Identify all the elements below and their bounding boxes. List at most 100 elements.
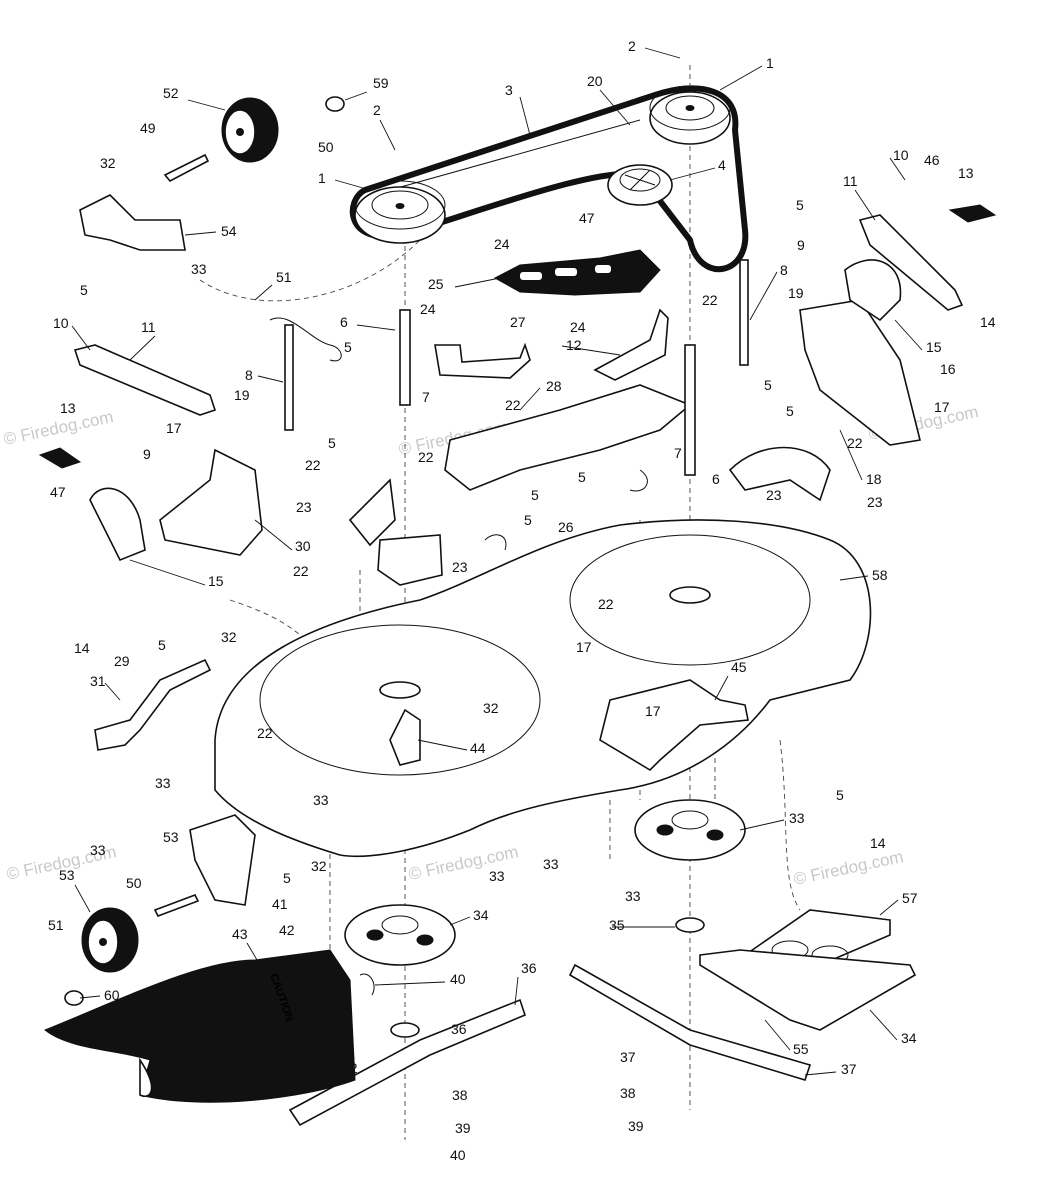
callout-26: 26 bbox=[558, 519, 574, 535]
callout-11: 11 bbox=[141, 319, 156, 335]
callout-36: 36 bbox=[451, 1021, 467, 1037]
spindle-housing-right bbox=[634, 799, 746, 861]
callout-52: 51 bbox=[276, 269, 292, 285]
callout-38: 37 bbox=[620, 1049, 636, 1065]
callout-22: 22 bbox=[598, 596, 614, 612]
callout-53: 52 bbox=[163, 85, 179, 101]
callout-33: 33 bbox=[489, 868, 505, 884]
callout-40: 39 bbox=[628, 1118, 644, 1134]
callout-5: 5 bbox=[578, 469, 586, 485]
callout-17: 17 bbox=[645, 703, 661, 719]
callout-23: 23 bbox=[766, 487, 782, 503]
callout-32: 32 bbox=[311, 858, 327, 874]
callout-3: 3 bbox=[505, 82, 513, 98]
callout-50: 49 bbox=[140, 120, 156, 136]
callout-17: 17 bbox=[166, 420, 182, 436]
callout-15: 15 bbox=[926, 339, 942, 355]
callout-22: 22 bbox=[257, 725, 273, 741]
callout-34: 33 bbox=[789, 810, 805, 826]
mower-deck-housing bbox=[214, 519, 872, 858]
callout-2: 2 bbox=[628, 38, 636, 54]
callout-33: 33 bbox=[90, 842, 106, 858]
baffle-left bbox=[348, 478, 396, 547]
callout-50: 50 bbox=[126, 875, 142, 891]
callout-6: 6 bbox=[712, 471, 720, 487]
callout-55: 54 bbox=[221, 223, 237, 239]
callout-39: 38 bbox=[620, 1085, 636, 1101]
callout-6: 6 bbox=[340, 314, 348, 330]
callout-12: 12 bbox=[566, 337, 582, 353]
gauge-wheel-front bbox=[81, 907, 139, 973]
callout-1: 1 bbox=[318, 170, 326, 186]
callout-5: 5 bbox=[764, 377, 772, 393]
callout-59: 58 bbox=[872, 567, 888, 583]
callout-2: 2 bbox=[373, 102, 381, 118]
callout-5: 5 bbox=[524, 512, 532, 528]
baffle-right bbox=[728, 446, 831, 502]
callout-32: 32 bbox=[100, 155, 116, 171]
callout-40: 40 bbox=[450, 1147, 466, 1163]
callout-5: 5 bbox=[328, 435, 336, 451]
callout-7: 7 bbox=[422, 389, 430, 405]
callout-37: 36 bbox=[521, 960, 537, 976]
callout-23: 23 bbox=[296, 499, 312, 515]
callout-14: 14 bbox=[74, 640, 90, 656]
callout-8: 8 bbox=[245, 367, 253, 383]
callout-60: 59 bbox=[373, 75, 389, 91]
callout-20: 20 bbox=[587, 73, 603, 89]
callout-22: 22 bbox=[505, 397, 521, 413]
callout-17: 17 bbox=[934, 399, 950, 415]
pulley-left bbox=[354, 180, 446, 244]
watermark: © Firedog.com bbox=[2, 407, 115, 449]
mounting-bracket bbox=[699, 949, 917, 1031]
callout-45: 44 bbox=[470, 740, 486, 756]
callout-33: 33 bbox=[191, 261, 207, 277]
link-arm-right bbox=[858, 214, 964, 311]
callout-5: 5 bbox=[158, 637, 166, 653]
callout-33: 33 bbox=[625, 888, 641, 904]
callout-33: 33 bbox=[155, 775, 171, 791]
callout-43: 42 bbox=[279, 922, 295, 938]
leader-lines bbox=[71, 47, 923, 1076]
callout-32: 32 bbox=[221, 629, 237, 645]
callout-47: 46 bbox=[924, 152, 940, 168]
front-strap bbox=[94, 658, 212, 751]
callout-23: 23 bbox=[867, 494, 883, 510]
callout-51: 51 bbox=[48, 917, 64, 933]
callout-58: 57 bbox=[902, 890, 918, 906]
callout-17: 17 bbox=[576, 639, 592, 655]
callout-35: 34 bbox=[901, 1030, 917, 1046]
hardware bbox=[38, 96, 997, 1038]
pulley-right bbox=[649, 85, 731, 145]
callout-18: 18 bbox=[866, 471, 882, 487]
callout-10: 10 bbox=[893, 147, 909, 163]
callout-22: 22 bbox=[847, 435, 863, 451]
callout-34: 34 bbox=[473, 907, 489, 923]
callout-5: 5 bbox=[283, 870, 291, 886]
callout-5: 5 bbox=[796, 197, 804, 213]
callout-51: 50 bbox=[318, 139, 334, 155]
rear-guard bbox=[799, 299, 921, 446]
watermark: © Firedog.com bbox=[792, 847, 905, 889]
callout-37: 37 bbox=[841, 1061, 857, 1077]
bracket-12 bbox=[593, 308, 669, 381]
blade-left bbox=[288, 998, 526, 1127]
callout-15: 15 bbox=[208, 573, 224, 589]
callout-54: 53 bbox=[163, 829, 179, 845]
callout-53: 53 bbox=[59, 867, 75, 883]
callout-57: 55 bbox=[793, 1041, 809, 1057]
callout-23: 23 bbox=[452, 559, 468, 575]
callout-27: 27 bbox=[510, 314, 526, 330]
blade-right bbox=[568, 963, 812, 1081]
callout-13: 13 bbox=[958, 165, 974, 181]
callout-22: 22 bbox=[702, 292, 718, 308]
discharge-chute bbox=[44, 949, 356, 1103]
callout-41: 40 bbox=[450, 971, 466, 987]
idler-bracket bbox=[493, 249, 661, 296]
callout-9: 9 bbox=[143, 446, 151, 462]
callout-11: 11 bbox=[843, 173, 858, 189]
idler-pulley bbox=[607, 164, 673, 206]
callout-1: 1 bbox=[766, 55, 774, 71]
callout-5: 5 bbox=[80, 282, 88, 298]
